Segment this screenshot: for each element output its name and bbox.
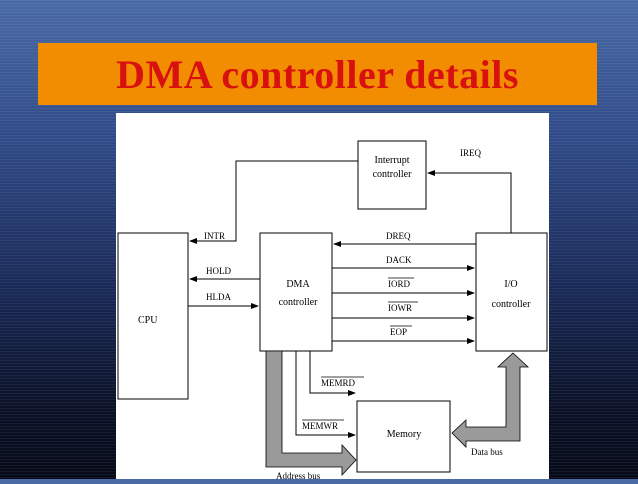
ireq-label: IREQ (460, 148, 481, 158)
memwr-line (295, 351, 356, 438)
interrupt-controller-label-line2: controller (373, 169, 413, 180)
io-controller-label-line1: I/O (504, 279, 517, 290)
memory-block (356, 400, 451, 473)
hlda-label: HLDA (206, 292, 231, 302)
dma-controller-label-line2: controller (279, 297, 319, 308)
cpu-label: CPU (138, 315, 158, 326)
eop-label: EOP (390, 327, 407, 337)
hold-label: HOLD (206, 266, 231, 276)
data-bus-label: Data bus (471, 447, 503, 457)
address-bus-label: Address bus (276, 471, 321, 479)
memrd-line (309, 351, 356, 396)
iowr-label: IOWR (388, 303, 412, 313)
memrd-label: MEMRD (321, 378, 356, 388)
interrupt-controller-label-line1: Interrupt (375, 155, 410, 166)
cpu-block (117, 232, 189, 400)
slide-title: DMA controller details (116, 51, 519, 97)
iord-label: IORD (388, 279, 410, 289)
io-controller-block (475, 232, 548, 352)
interrupt-controller-block (357, 140, 427, 210)
intr-line (189, 160, 358, 244)
dma-controller-label-line1: DMA (286, 279, 310, 290)
intr-label: INTR (204, 231, 225, 241)
memory-label: Memory (387, 429, 421, 440)
address-bus-arrow (265, 350, 357, 477)
io-controller-label-line2: controller (492, 299, 532, 310)
data-bus-arrow (451, 352, 530, 448)
dma-controller-block (259, 232, 333, 352)
memwr-label: MEMWR (302, 421, 338, 431)
dma-diagram: Interrupt controller CPU DMA controller … (116, 113, 549, 481)
title-banner: DMA controller details (38, 43, 597, 105)
dreq-label: DREQ (386, 231, 411, 241)
dma-diagram-svg: Interrupt controller CPU DMA controller … (117, 140, 548, 481)
ireq-line (427, 170, 512, 233)
dack-label: DACK (386, 255, 412, 265)
